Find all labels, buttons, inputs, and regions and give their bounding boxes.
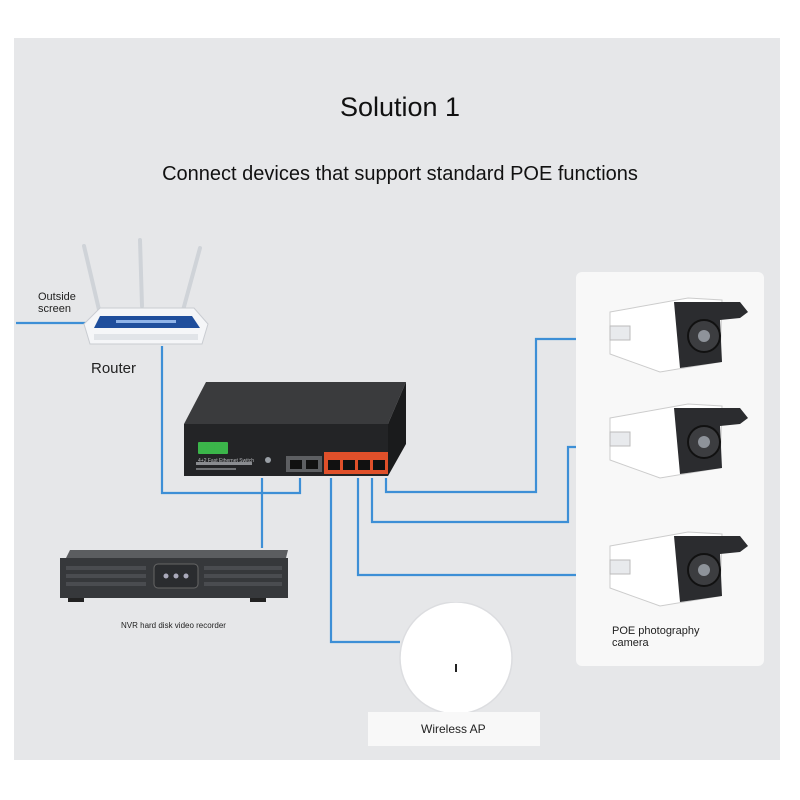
nvr-recorder [60,550,288,602]
switch-brand: POE [199,442,221,453]
wire-switch-to-camera3 [356,478,608,577]
switch-model-line: 4+2 Fast Ethernet Switch [198,458,255,464]
outside-label-line1: Outside [38,291,76,303]
outside-label-line2: screen [38,303,72,315]
camera-label-line1: POE photography [612,625,700,637]
camera-2-icon [609,403,748,479]
camera-1-icon [609,297,748,373]
outside-screen-label: Outside screen [38,291,76,315]
router-label: Router [91,360,137,377]
wire-switch-to-ap [329,478,400,644]
ap-label-card [368,712,540,746]
diagram-title: Solution 1 [339,92,461,122]
camera-label-line2: camera [612,637,649,649]
camera-label: POE photography camera [612,625,699,649]
wire-switch-to-camera1 [384,337,608,494]
poe-switch [184,382,406,476]
router-icon [82,238,209,345]
wire-router-to-switch [160,346,302,495]
nvr-label: NVR hard disk video recorder [121,621,226,630]
diagram-subtitle: Connect devices that support standard PO… [162,163,638,185]
ap-label: Wireless AP [421,722,486,736]
camera-3-icon [609,531,748,607]
wireless-ap [399,602,513,712]
